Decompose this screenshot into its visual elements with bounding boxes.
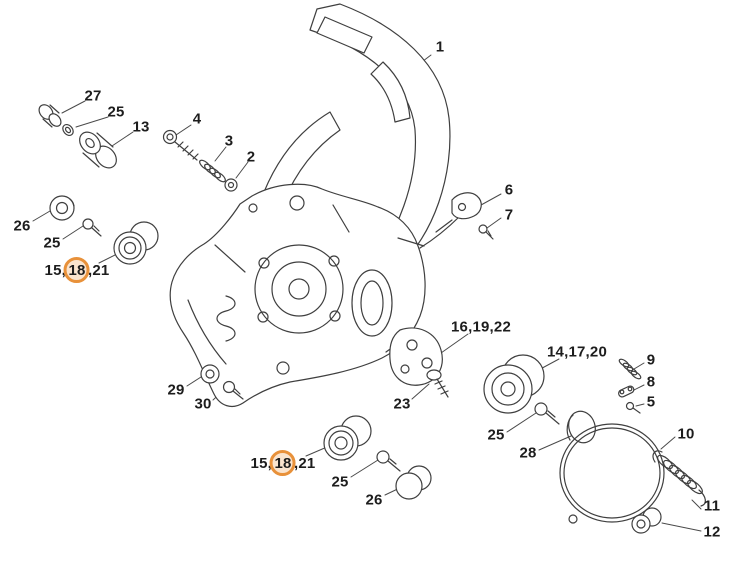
parts-9-8-5 (618, 358, 642, 414)
parts-29-30 (200, 364, 244, 400)
linkage-parts-6-7 (419, 192, 494, 249)
highlight-circle-lower[interactable]: 18 (270, 450, 296, 476)
parts-25-28 (534, 402, 596, 444)
part-label-25-a: 25 (107, 103, 125, 121)
handle-part-1 (263, 3, 451, 272)
part-label-3: 3 (224, 132, 234, 150)
part-label-25-c: 25 (487, 426, 505, 444)
parts-25-26-bottom (376, 450, 432, 500)
buffer-bottom-15-18-21 (323, 415, 372, 461)
part-label-29: 29 (167, 381, 185, 399)
spring-11 (652, 450, 706, 507)
parts-26-25-left (49, 195, 102, 237)
label-suffix: ,21 (294, 454, 316, 472)
part-label-16-19-22: 16,19,22 (451, 318, 511, 336)
label-suffix: ,21 (88, 261, 110, 279)
screw-23 (426, 369, 449, 398)
part-label-26-a: 26 (13, 217, 31, 235)
part-label-7: 7 (504, 206, 514, 224)
label-prefix: 15, (44, 261, 66, 279)
part-label-10: 10 (677, 425, 695, 443)
part-label-27: 27 (84, 87, 102, 105)
part-label-28: 28 (519, 444, 537, 462)
parts-27-25-13 (38, 104, 117, 169)
wire-ring-10 (559, 423, 665, 524)
part-label-15-18-21-lower: 15,18,21 (251, 450, 316, 476)
label-prefix: 15, (250, 454, 272, 472)
part-label-30: 30 (194, 395, 212, 413)
part-label-25-b: 25 (43, 234, 61, 252)
part-label-12: 12 (703, 523, 721, 541)
part-label-13: 13 (132, 118, 150, 136)
part-label-6: 6 (504, 181, 514, 199)
part-label-1: 1 (435, 38, 445, 56)
buffer-14-17-20 (483, 354, 545, 414)
part-label-25-d: 25 (331, 473, 349, 491)
part-label-14-17-20: 14,17,20 (547, 343, 607, 361)
crankcase-body (169, 183, 426, 407)
part-label-8: 8 (646, 373, 656, 391)
parts-4-3-2 (162, 129, 238, 192)
part-label-2: 2 (246, 148, 256, 166)
part-label-5: 5 (646, 393, 656, 411)
highlighted-part-number: 18 (68, 261, 86, 279)
cylinder-12 (631, 507, 662, 534)
buffer-top-15-18-21 (113, 221, 159, 265)
part-label-15-18-21-upper: 15,18,21 (45, 257, 110, 283)
part-label-26-b: 26 (365, 491, 383, 509)
part-label-9: 9 (646, 351, 656, 369)
part-label-23: 23 (393, 395, 411, 413)
highlighted-part-number: 18 (274, 454, 292, 472)
highlight-circle-upper[interactable]: 18 (64, 257, 90, 283)
part-label-11: 11 (703, 497, 721, 515)
part-label-4: 4 (192, 110, 202, 128)
